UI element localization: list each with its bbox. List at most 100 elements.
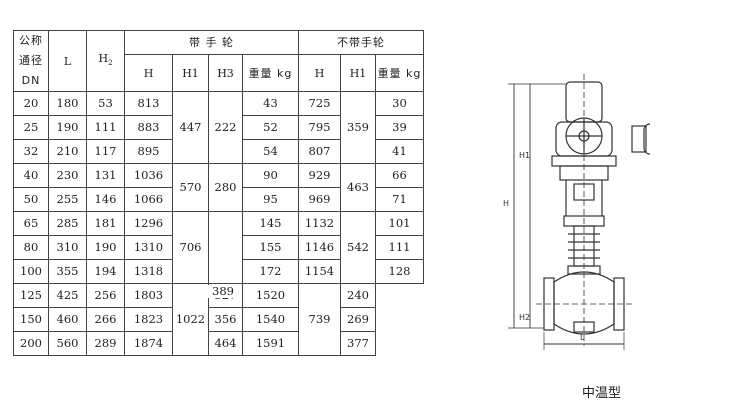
- cell-weight: 43: [242, 91, 299, 116]
- cell-weight-nw: 71: [375, 187, 424, 212]
- cell-H-nw: 929: [298, 163, 341, 188]
- header-H: H: [124, 54, 173, 92]
- header-weight-nw: 重量 kg: [375, 54, 424, 92]
- cell-H2: 266: [86, 307, 125, 332]
- cell-H1-nw-merged: 359: [340, 91, 376, 164]
- cell-weight-nw: 41: [375, 139, 424, 164]
- table-row: 200 560 289 1874 464 1591 377: [13, 331, 424, 356]
- cell-weight-nw: 39: [375, 115, 424, 140]
- cell-H-nw: 1591: [242, 331, 299, 356]
- cell-H: 813: [124, 91, 173, 116]
- cell-H: 883: [124, 115, 173, 140]
- cell-H: 1310: [124, 235, 173, 260]
- cell-H: 1066: [124, 187, 173, 212]
- cell-H-nw: 1520: [242, 283, 299, 308]
- cell-H1-nw-merged: 463: [340, 163, 376, 212]
- caption: 中温型: [582, 386, 622, 401]
- cell-weight: 52: [242, 115, 299, 140]
- header-H2: H2: [86, 30, 125, 92]
- cell-dn: 20: [13, 91, 49, 116]
- cell-H2: 289: [86, 331, 125, 356]
- cell-H2: 256: [86, 283, 125, 308]
- cell-L: 460: [48, 307, 87, 332]
- cell-H-nw: 1132: [298, 211, 341, 236]
- cell-L: 355: [48, 259, 87, 284]
- cell-H: 1318: [124, 259, 173, 284]
- cell-H2: 53: [86, 91, 125, 116]
- cell-H-nw: 725: [298, 91, 341, 116]
- cell-H1-merged: 447: [172, 91, 209, 164]
- cell-L: 180: [48, 91, 87, 116]
- valve-drawing: H H1 H2 H3 L: [503, 74, 650, 350]
- cell-H: 1296: [124, 211, 173, 236]
- cell-H-nw: 795: [298, 115, 341, 140]
- header-H1-nw: H1: [340, 54, 376, 92]
- cell-weight-nw: 269: [340, 307, 376, 332]
- cell-L: 310: [48, 235, 87, 260]
- cell-L: 210: [48, 139, 87, 164]
- cell-L: 255: [48, 187, 87, 212]
- header-H-nw: H: [298, 54, 341, 92]
- header-with-handwheel: 带 手 轮: [124, 30, 299, 55]
- cell-H-nw: 1154: [298, 259, 341, 284]
- cell-weight: 172: [242, 259, 299, 284]
- cell-dn: 80: [13, 235, 49, 260]
- header-H3: H3: [208, 54, 243, 92]
- cell-L: 560: [48, 331, 87, 356]
- table-row: 20 180 53 813 447 222 43 725 359 30: [13, 91, 424, 164]
- cell-H1-nw-merged: 542: [340, 211, 376, 284]
- cell-L: 425: [48, 283, 87, 308]
- header-H1: H1: [172, 54, 209, 92]
- cell-H2: 131: [86, 163, 125, 188]
- cell-H: 1874: [124, 331, 173, 356]
- cell-weight-nw: 111: [375, 235, 424, 260]
- cell-H2: 190: [86, 235, 125, 260]
- cell-H-nw: 1146: [298, 235, 341, 260]
- cell-H2: 146: [86, 187, 125, 212]
- cell-H-nw: 969: [298, 187, 341, 212]
- cell-H2: 117: [86, 139, 125, 164]
- cell-H3-merged: 280: [208, 163, 243, 212]
- table-row: 50 255 146 1066 95 969 71: [13, 187, 424, 212]
- cell-H: 1036: [124, 163, 173, 188]
- cell-H-nw: 1540: [242, 307, 299, 332]
- header-without-handwheel: 不带手轮: [298, 30, 424, 55]
- cell-L: 230: [48, 163, 87, 188]
- cell-H1-merged: 570: [172, 163, 209, 212]
- cell-dn: 200: [13, 331, 49, 356]
- cell-H: 1803: [124, 283, 173, 308]
- table-row: 100 355 194 1318 172 1154 128: [13, 259, 424, 284]
- table-row: 125 425 256 1803 1022 327 1520 739 240: [13, 283, 424, 356]
- cell-weight: 90: [242, 163, 299, 188]
- table-row: 40 230 131 1036 570 280 90 929 463 66: [13, 163, 424, 212]
- header-L: L: [48, 30, 87, 92]
- cell-weight: 356: [208, 307, 243, 332]
- cell-weight: 95: [242, 187, 299, 212]
- cell-H2: 194: [86, 259, 125, 284]
- cell-dn: 150: [13, 307, 49, 332]
- cell-weight: 464: [208, 331, 243, 356]
- cell-L: 190: [48, 115, 87, 140]
- cell-weight: 145: [242, 211, 299, 236]
- cell-dn: 25: [13, 115, 49, 140]
- cell-H3-389: 389: [206, 285, 240, 298]
- header-weight: 重量 kg: [242, 54, 299, 92]
- table-row: 32 210 117 895 54 807 41: [13, 139, 424, 164]
- cell-H1-nw-merged: 739: [298, 283, 341, 356]
- cell-H3-empty: [208, 211, 243, 284]
- table-row: 150 460 266 1823 356 1540 269: [13, 307, 424, 332]
- cell-H: 1823: [124, 307, 173, 332]
- dim-label-H1: H1: [519, 151, 530, 160]
- table-row: 65 285 181 1296 706 145 1132 542 101: [13, 211, 424, 284]
- cell-H1-merged: 706: [172, 211, 209, 284]
- cell-weight: 54: [242, 139, 299, 164]
- cell-weight-nw: 240: [340, 283, 376, 308]
- cell-H1-merged: 1022: [172, 283, 209, 356]
- cell-weight-nw: 30: [375, 91, 424, 116]
- dim-label-H2: H2: [519, 313, 530, 322]
- dim-label-H: H: [503, 199, 509, 208]
- cell-weight-nw: 66: [375, 163, 424, 188]
- cell-H-nw: 807: [298, 139, 341, 164]
